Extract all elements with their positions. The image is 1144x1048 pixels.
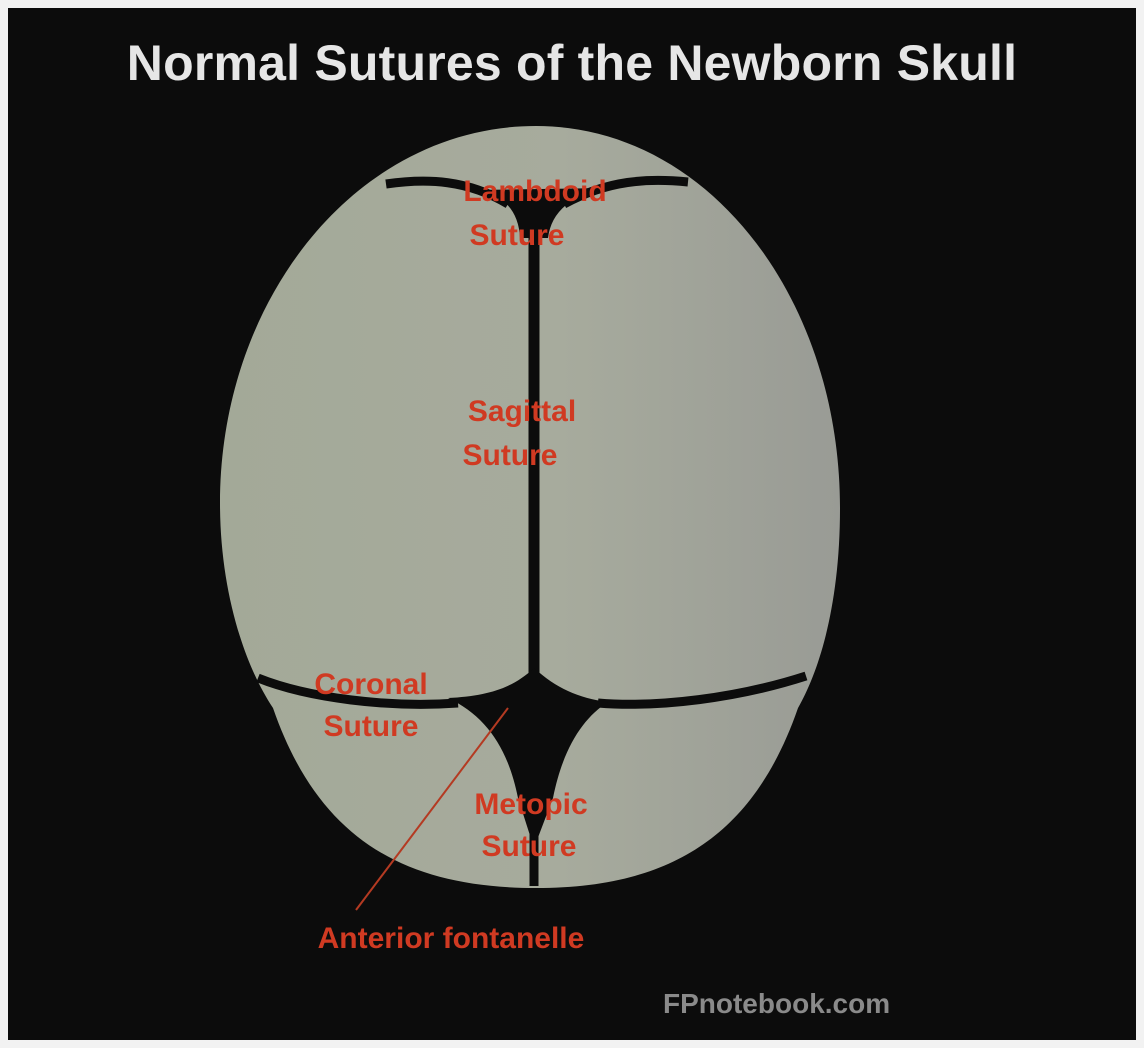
diagram-frame: Normal Sutures of the Newborn Skull Lamb…	[8, 8, 1136, 1040]
metopic-label-line2: Suture	[481, 830, 576, 863]
coronal-label-line1: Coronal	[314, 668, 427, 701]
source-credit: FPnotebook.com	[663, 988, 890, 1020]
lambdoid-label-line2: Suture	[469, 219, 564, 252]
sagittal-label-line2: Suture	[462, 439, 557, 472]
sagittal-label-line1: Sagittal	[468, 395, 576, 428]
coronal-label-line2: Suture	[323, 710, 418, 743]
anterior-fontanelle-label: Anterior fontanelle	[318, 922, 585, 955]
skull-diagram: Lambdoid Suture Sagittal Suture Coronal …	[8, 8, 1136, 1040]
lambdoid-label-line1: Lambdoid	[463, 175, 606, 208]
metopic-label-line1: Metopic	[474, 788, 587, 821]
